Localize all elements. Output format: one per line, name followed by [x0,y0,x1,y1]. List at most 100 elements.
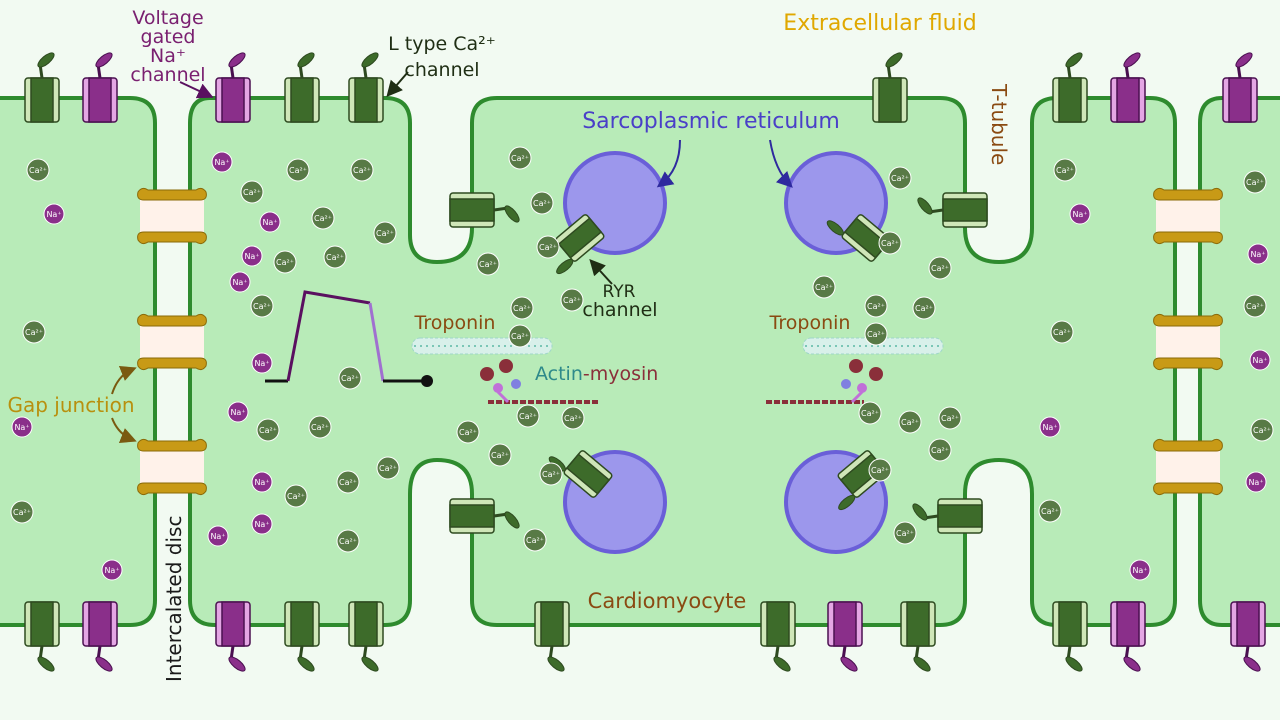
calcium-ion-icon: Ca²⁺ [878,231,902,255]
calcium-ion-label: Ca²⁺ [379,464,397,473]
calcium-ion-icon: Ca²⁺ [858,401,882,425]
calcium-ion-label: Ca²⁺ [519,412,537,421]
calcium-ion-icon: Ca²⁺ [273,250,297,274]
sodium-ion-label: Na⁺ [1250,250,1265,259]
calcium-ion-label: Ca²⁺ [314,214,332,223]
arrow-na-channel [179,81,214,99]
calcium-ion-icon: Ca²⁺ [510,296,534,320]
gap-junction-icon [137,438,207,496]
ryr-label-2: channel [582,299,657,321]
sodium-ion-label: Na⁺ [214,158,229,167]
calcium-ion-icon: Ca²⁺ [536,235,560,259]
troponin-strand-left [411,337,553,355]
calcium-ion-icon: Ca²⁺ [938,406,962,430]
sodium-ion-icon: Na⁺ [1129,559,1151,581]
calcium-ion-label: Ca²⁺ [871,466,889,475]
center-cell [188,96,1177,627]
calcium-ion-label: Ca²⁺ [1041,507,1059,516]
calcium-ion-label: Ca²⁺ [311,423,329,432]
sodium-ion-icon: Na⁺ [101,559,123,581]
calcium-ion-label: Ca²⁺ [564,414,582,423]
calcium-ion-icon: Ca²⁺ [338,366,362,390]
calcium-ion-icon: Ca²⁺ [539,462,563,486]
t-tubule-label: T-tubule [987,83,1011,165]
calcium-ion-label: Ca²⁺ [526,536,544,545]
calcium-ion-icon: Ca²⁺ [868,458,892,482]
calcium-ion-icon: Ca²⁺ [893,521,917,545]
calcium-ion-label: Ca²⁺ [861,409,879,418]
calcium-ion-icon: Ca²⁺ [812,275,836,299]
sodium-ion-icon: Na⁺ [1247,243,1269,265]
voltage-gated-na-label-1: Voltage [132,7,203,29]
calcium-ion-icon: Ca²⁺ [864,294,888,318]
sodium-ion-label: Na⁺ [254,478,269,487]
voltage-gated-na-label-2: gated [141,26,196,48]
calcium-ion-label: Ca²⁺ [539,243,557,252]
action-potential-icon [265,290,433,387]
calcium-ion-icon: Ca²⁺ [311,206,335,230]
actin-myosin-label: Actin-myosin [535,363,658,385]
calcium-ion-icon: Ca²⁺ [508,324,532,348]
calcium-ion-label: Ca²⁺ [25,328,43,337]
troponin-label-left: Troponin [414,312,496,334]
calcium-ion-label: Ca²⁺ [867,302,885,311]
gap-junction-icon [137,187,207,245]
sodium-ion-label: Na⁺ [262,218,277,227]
calcium-ion-icon: Ca²⁺ [376,456,400,480]
sodium-ion-icon: Na⁺ [251,471,273,493]
calcium-ion-label: Ca²⁺ [901,418,919,427]
calcium-ion-icon: Ca²⁺ [1053,158,1077,182]
calcium-ion-label: Ca²⁺ [289,166,307,175]
sodium-ion-icon: Na⁺ [241,245,263,267]
calcium-ion-icon: Ca²⁺ [10,500,34,524]
calcium-ion-label: Ca²⁺ [341,374,359,383]
calcium-ion-icon: Ca²⁺ [308,415,332,439]
sodium-ion-icon: Na⁺ [1039,416,1061,438]
troponin-label-right: Troponin [769,312,851,334]
calcium-ion-icon: Ca²⁺ [561,406,585,430]
arrow-l-type [386,71,409,98]
calcium-ion-icon: Ca²⁺ [476,252,500,276]
calcium-ion-icon: Ca²⁺ [240,180,264,204]
sodium-ion-label: Na⁺ [254,359,269,368]
calcium-ion-label: Ca²⁺ [259,426,277,435]
sodium-ion-icon: Na⁺ [207,525,229,547]
calcium-ion-icon: Ca²⁺ [912,296,936,320]
calcium-ion-icon: Ca²⁺ [456,420,480,444]
sarcoplasmic-reticulum-label: Sarcoplasmic reticulum [582,109,840,134]
sodium-ion-icon: Na⁺ [229,271,251,293]
calcium-ion-label: Ca²⁺ [459,428,477,437]
gap-junction-icon [1153,187,1223,245]
calcium-ion-icon: Ca²⁺ [373,221,397,245]
arrow-ryr [589,259,613,285]
calcium-ion-icon: Ca²⁺ [508,146,532,170]
actin-myosin-right [766,359,883,404]
arrow-sr-right [769,139,793,188]
ions-layer: Ca²⁺ Ca²⁺ Ca²⁺ Ca²⁺ Ca²⁺ Ca²⁺ Ca²⁺ Ca²⁺ Ca²⁺ Ca²⁺… [10,146,1274,581]
calcium-ion-icon: Ca²⁺ [928,438,952,462]
actin-myosin-dash: - [583,363,590,385]
calcium-ion-label: Ca²⁺ [491,451,509,460]
sodium-ion-icon: Na⁺ [11,416,33,438]
sodium-ion-icon: Na⁺ [251,513,273,535]
calcium-ion-label: Ca²⁺ [513,304,531,313]
left-cell [0,96,157,627]
calcium-ion-label: Ca²⁺ [243,188,261,197]
calcium-ion-icon: Ca²⁺ [864,322,888,346]
calcium-ion-label: Ca²⁺ [881,239,899,248]
sodium-ion-label: Na⁺ [1042,423,1057,432]
calcium-ion-label: Ca²⁺ [276,258,294,267]
sodium-ion-label: Na⁺ [232,278,247,287]
sodium-ion-icon: Na⁺ [1245,471,1267,493]
calcium-ion-label: Ca²⁺ [931,446,949,455]
calcium-ion-label: Ca²⁺ [931,264,949,273]
arrow-gap-upper [111,366,137,395]
gap-junction-icon [1153,438,1223,496]
arrow-sr-left [656,139,681,188]
sodium-ion-label: Na⁺ [1132,566,1147,575]
calcium-ion-icon: Ca²⁺ [1243,294,1267,318]
calcium-ion-icon: Ca²⁺ [323,245,347,269]
voltage-gated-na-label-4: channel [130,64,205,86]
calcium-ion-label: Ca²⁺ [1056,166,1074,175]
